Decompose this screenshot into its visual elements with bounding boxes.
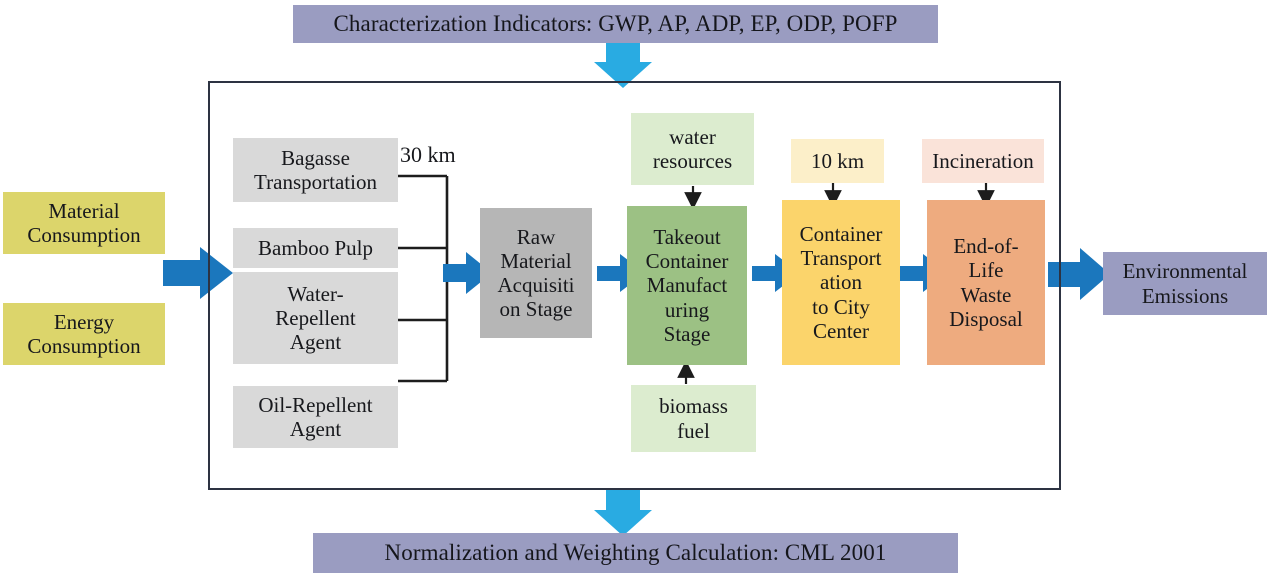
bagasse-distance-label: 30 km (400, 140, 490, 170)
cyan-arrow-bottom (594, 490, 652, 536)
satellite-transport-distance: 10 km (791, 139, 884, 183)
material-water-repellent-agent-label: Water- Repellent Agent (275, 281, 356, 355)
input-material-consumption-label: Material Consumption (27, 198, 141, 247)
input-material-consumption: Material Consumption (3, 192, 165, 254)
stage-raw-material-acquisition-label: Raw Material Acquisiti on Stage (497, 224, 575, 322)
material-bamboo-pulp: Bamboo Pulp (233, 228, 398, 268)
stage-container-transportation-label: Container Transport ation to City Center (799, 222, 883, 343)
characterization-indicators-label: Characterization Indicators: GWP, AP, AD… (333, 10, 898, 36)
input-energy-consumption: Energy Consumption (3, 303, 165, 365)
bagasse-distance-value: 30 km (400, 142, 456, 168)
normalization-weighting-label: Normalization and Weighting Calculation:… (384, 539, 887, 565)
normalization-weighting-banner: Normalization and Weighting Calculation:… (313, 533, 958, 573)
characterization-indicators-banner: Characterization Indicators: GWP, AP, AD… (293, 5, 938, 43)
input-energy-consumption-label: Energy Consumption (27, 309, 141, 358)
stage-takeout-container-manufacturing-label: Takeout Container Manufact uring Stage (645, 225, 729, 346)
satellite-transport-distance-label: 10 km (810, 148, 865, 173)
material-oil-repellent-agent-label: Oil-Repellent Agent (258, 392, 373, 441)
stage-raw-material-acquisition: Raw Material Acquisiti on Stage (480, 208, 592, 338)
material-water-repellent-agent: Water- Repellent Agent (233, 272, 398, 364)
system-boundary-box (208, 81, 1061, 490)
stage-end-of-life-waste-disposal: End-of- Life Waste Disposal (927, 200, 1045, 365)
material-bagasse-transportation-label: Bagasse Transportation (254, 145, 377, 194)
material-oil-repellent-agent: Oil-Repellent Agent (233, 386, 398, 448)
output-environmental-emissions: Environmental Emissions (1103, 252, 1267, 315)
satellite-disposal-method: Incineration (922, 139, 1044, 183)
output-environmental-emissions-label: Environmental Emissions (1122, 259, 1248, 308)
material-bamboo-pulp-label: Bamboo Pulp (258, 235, 373, 260)
stage-container-transportation: Container Transport ation to City Center (782, 200, 900, 365)
stage-takeout-container-manufacturing: Takeout Container Manufact uring Stage (627, 206, 747, 365)
satellite-disposal-method-label: Incineration (932, 148, 1034, 173)
material-bagasse-transportation: Bagasse Transportation (233, 138, 398, 202)
satellite-biomass-fuel: biomass fuel (631, 385, 756, 452)
stage-end-of-life-waste-disposal-label: End-of- Life Waste Disposal (949, 234, 1023, 331)
satellite-water-resources: water resources (631, 113, 754, 185)
satellite-biomass-fuel-label: biomass fuel (659, 394, 728, 443)
satellite-water-resources-label: water resources (652, 124, 733, 173)
